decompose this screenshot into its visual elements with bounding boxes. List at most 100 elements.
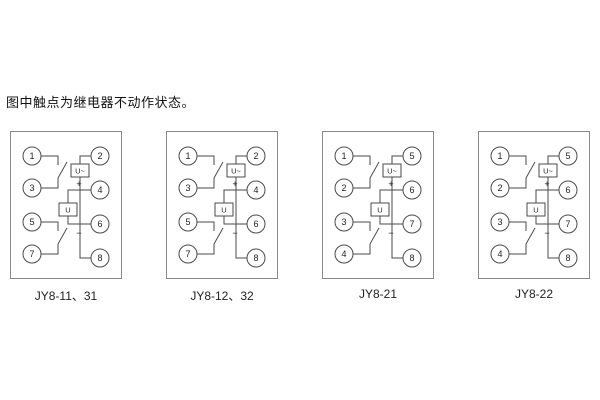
- terminal-number: 6: [97, 219, 102, 229]
- terminals: 1 3 5 7 2 4 6 8: [178, 146, 266, 268]
- upper-contact-moving-lead: [509, 178, 527, 189]
- diagram-caption: JY8-12、32: [190, 289, 254, 303]
- terminal-circle: [334, 178, 354, 198]
- relay-schematic: U~ U + − 1 2 3 4 5 6 7 8: [478, 131, 590, 279]
- diagram-block-jy8-11-31: U~ U + − 1 3 5 7 2 4 6 8: [10, 131, 122, 304]
- terminal-number: 5: [185, 217, 190, 227]
- diagram-caption: JY8-11、31: [34, 289, 98, 303]
- diagram-row: U~ U + − 1 3 5 7 2 4 6 8: [0, 131, 600, 304]
- terminal-circle: [402, 180, 422, 200]
- relay-schematic: U~ U + − 1 2 3 4 5 6 7 8: [322, 131, 434, 279]
- terminal-circle: [558, 180, 578, 200]
- terminal-number: 6: [253, 219, 258, 229]
- dc-source-label: U: [377, 206, 382, 215]
- minus-sign: −: [76, 228, 81, 238]
- terminal-number: 3: [341, 217, 346, 227]
- lower-contact-moving-lead: [197, 244, 215, 255]
- terminal-number: 6: [565, 185, 570, 195]
- terminal-number: 7: [409, 219, 414, 229]
- lower-contact-moving-lead: [353, 244, 371, 255]
- terminal-number: 3: [29, 183, 34, 193]
- terminal-circle: [490, 146, 510, 166]
- terminal-circle: [22, 178, 42, 198]
- terminal-circle: [22, 212, 42, 232]
- terminal-number: 8: [253, 253, 258, 263]
- terminal-circle: [490, 244, 510, 264]
- upper-contact-arm: [369, 161, 380, 179]
- ac-bus-wire: [391, 155, 403, 259]
- terminal-number: 1: [341, 151, 346, 161]
- diagram-block-jy8-12-32: U~ U + − 1 3 5 7 2 4 6 8: [166, 131, 278, 304]
- terminal-number: 4: [341, 249, 346, 259]
- lower-contact-fixed-lead: [353, 221, 371, 231]
- terminal-circle: [246, 180, 266, 200]
- terminal-circle: [490, 212, 510, 232]
- ac-source-label: U~: [231, 167, 241, 176]
- lower-contact-fixed-lead: [197, 221, 215, 231]
- terminal-number: 4: [253, 185, 258, 195]
- minus-sign: −: [388, 228, 393, 238]
- diagram-block-jy8-21: U~ U + − 1 2 3 4 5 6 7 8: [322, 131, 434, 304]
- ac-source-label: U~: [543, 167, 553, 176]
- plus-sign: +: [388, 179, 393, 189]
- terminal-number: 1: [497, 151, 502, 161]
- terminal-circle: [178, 212, 198, 232]
- dc-source-label: U: [65, 206, 70, 215]
- terminal-number: 5: [565, 151, 570, 161]
- wires: [509, 155, 559, 259]
- terminal-circle: [402, 214, 422, 234]
- terminals: 1 2 3 4 5 6 7 8: [490, 146, 578, 268]
- dc-source-box: [214, 202, 234, 217]
- terminal-circle: [90, 146, 110, 166]
- upper-contact-fixed-lead: [197, 155, 215, 165]
- wires: [197, 155, 247, 259]
- dc-plus-wire: [67, 189, 91, 203]
- dc-source-box: [58, 202, 78, 217]
- lower-contact-fixed-lead: [509, 221, 527, 231]
- terminal-circle: [558, 248, 578, 268]
- terminal-circle: [90, 214, 110, 234]
- lower-contact-arm: [57, 227, 68, 245]
- terminal-number: 7: [565, 219, 570, 229]
- diagram-caption: JY8-21: [358, 287, 398, 301]
- upper-contact-arm: [525, 161, 536, 179]
- plus-sign: +: [544, 179, 549, 189]
- ac-bus-wire: [547, 155, 559, 259]
- upper-contact-moving-lead: [41, 178, 59, 189]
- lower-contact-arm: [369, 227, 380, 245]
- terminal-number: 6: [409, 185, 414, 195]
- lower-contact-moving-lead: [41, 244, 59, 255]
- terminal-circle: [22, 146, 42, 166]
- upper-contact-fixed-lead: [509, 155, 527, 165]
- dc-source-box: [526, 202, 546, 217]
- upper-contact-moving-lead: [353, 178, 371, 189]
- upper-contact-fixed-lead: [41, 155, 59, 165]
- upper-contact-fixed-lead: [353, 155, 371, 165]
- dc-plus-wire: [223, 189, 247, 203]
- ac-source-label: U~: [75, 167, 85, 176]
- terminal-number: 2: [253, 151, 258, 161]
- upper-contact-arm: [57, 161, 68, 179]
- ac-source-box: [70, 163, 90, 178]
- ac-bus-wire: [79, 155, 91, 259]
- dc-source-label: U: [533, 206, 538, 215]
- minus-sign: −: [232, 228, 237, 238]
- terminal-circle: [558, 146, 578, 166]
- plus-sign: +: [232, 179, 237, 189]
- dc-minus-wire: [67, 216, 91, 225]
- terminal-circle: [558, 214, 578, 234]
- wires: [353, 155, 403, 259]
- ac-source-box: [382, 163, 402, 178]
- lower-contact-arm: [213, 227, 224, 245]
- terminal-number: 8: [409, 253, 414, 263]
- contact-state-note: 图中触点为继电器不动作状态。: [6, 95, 196, 110]
- terminal-number: 8: [565, 253, 570, 263]
- terminal-number: 3: [185, 183, 190, 193]
- terminal-circle: [490, 178, 510, 198]
- upper-contact-moving-lead: [197, 178, 215, 189]
- lower-contact-fixed-lead: [41, 221, 59, 231]
- terminal-circle: [246, 214, 266, 234]
- terminal-circle: [402, 248, 422, 268]
- terminal-number: 1: [185, 151, 190, 161]
- diagram-caption: JY8-22: [514, 287, 554, 301]
